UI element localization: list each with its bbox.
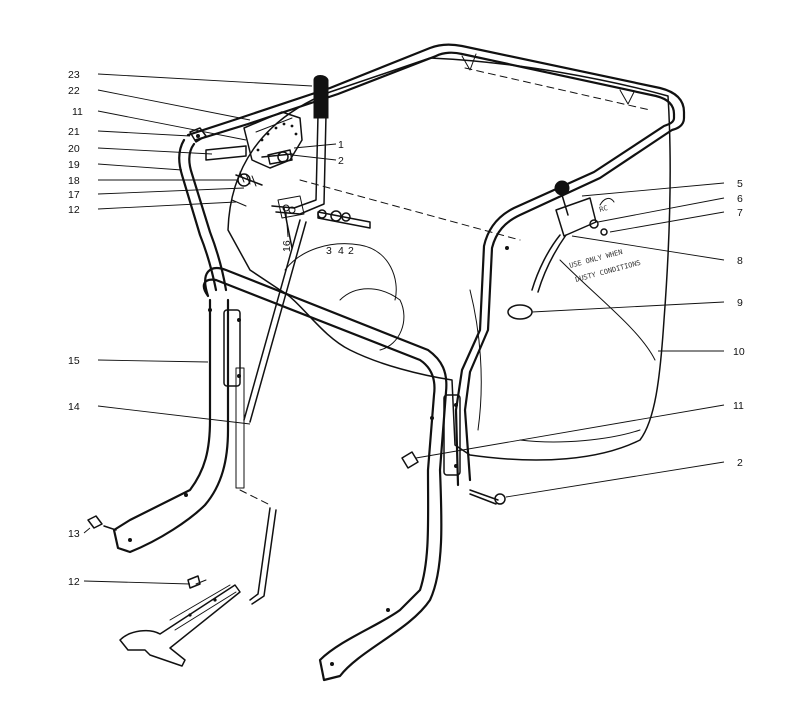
callout-labels: 23 22 11 21 20 19 18 17 12 1 2 16 3 4 2 … xyxy=(68,69,745,588)
bag-frame xyxy=(186,43,686,487)
upper-handle xyxy=(178,138,228,292)
callout-11-upper: 11 xyxy=(72,106,83,118)
callout-22: 22 xyxy=(68,85,80,97)
callout-11-lower: 11 xyxy=(733,400,744,412)
callout-12-upper: 12 xyxy=(68,204,80,216)
fasteners xyxy=(87,127,533,585)
callout-7: 7 xyxy=(737,207,743,219)
control-rod xyxy=(235,219,307,605)
callout-15: 15 xyxy=(68,355,80,367)
leader-lines xyxy=(83,73,725,585)
callout-4: 4 xyxy=(338,245,344,257)
callout-2-lower: 2 xyxy=(737,457,743,469)
lower-handle xyxy=(112,246,509,682)
callout-20: 20 xyxy=(68,143,80,155)
callout-16: 16 xyxy=(281,240,293,252)
callout-6: 6 xyxy=(737,193,743,205)
callout-5: 5 xyxy=(737,178,743,190)
lever-assembly xyxy=(205,75,371,249)
callout-18: 18 xyxy=(68,175,80,187)
callout-13: 13 xyxy=(68,528,80,540)
callout-23: 23 xyxy=(68,69,80,81)
callout-21: 21 xyxy=(68,126,80,138)
callout-1: 1 xyxy=(338,139,344,151)
callout-8: 8 xyxy=(737,255,743,267)
callout-2-upper: 2 xyxy=(338,155,344,167)
callout-19: 19 xyxy=(68,159,80,171)
bag-latch: RC USE ONLY WHEN DUSTY CONDITIONS xyxy=(531,180,642,293)
callout-9: 9 xyxy=(737,297,743,309)
callout-2-middle: 2 xyxy=(348,245,354,257)
callout-10: 10 xyxy=(733,346,745,358)
callout-3: 3 xyxy=(326,245,332,257)
lower-bracket xyxy=(119,575,241,667)
grass-bag xyxy=(227,57,671,461)
callout-12-lower: 12 xyxy=(68,576,80,588)
callout-17: 17 xyxy=(68,189,80,201)
bag-logo: RC xyxy=(598,204,608,214)
callout-14: 14 xyxy=(68,401,80,413)
